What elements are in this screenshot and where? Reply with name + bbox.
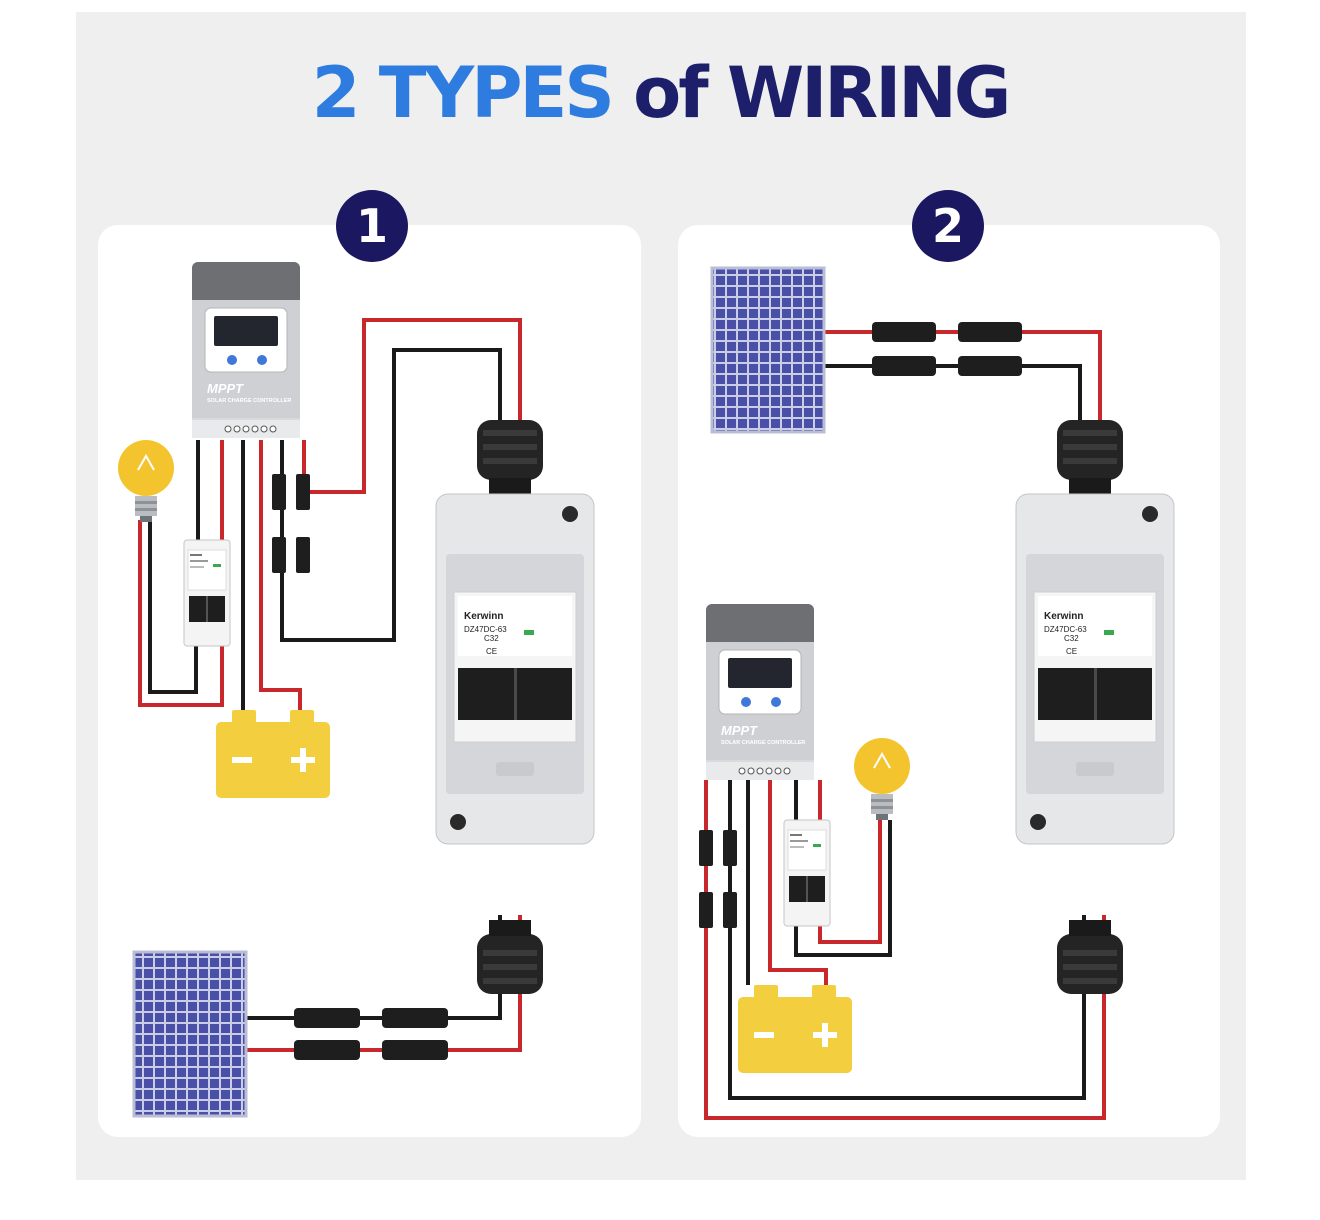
diagram-1-battery-icon — [216, 710, 330, 798]
diagram-1-cable-gland-top — [477, 420, 543, 494]
diagram-2-cable-gland-top — [1057, 420, 1123, 494]
diagram-1-solar-panel-icon — [132, 950, 248, 1118]
diagram-1-controller-sublabel: SOLAR CHARGE CONTROLLER — [207, 398, 291, 404]
diagram-2-battery-plus: + — [822, 1040, 823, 1042]
diagram-2-controller-sublabel: SOLAR CHARGE CONTROLLER — [721, 740, 805, 746]
diagram-2-solar-panel-icon — [710, 266, 826, 434]
diagram-2-bulb-icon — [853, 737, 911, 821]
diagram-2-battery-icon — [738, 985, 852, 1073]
diagram-2-enclosure — [1015, 493, 1175, 845]
page-title: 2 TYPES of WIRING — [0, 48, 1320, 138]
diagram-1-breaker-model: DZ47DC-63 — [464, 625, 507, 634]
diagram-1-breaker-brand: Kerwinn — [464, 611, 503, 622]
diagram-1-bulb-icon — [117, 439, 175, 523]
diagram-1-controller — [191, 261, 301, 439]
diagram-1-cable-gland-bottom — [477, 920, 543, 994]
diagram-2-connectors — [699, 322, 1022, 928]
diagram-2-cable-gland-bottom — [1057, 920, 1123, 994]
diagram-1-breaker-ce: CE — [486, 647, 497, 656]
diagram-2-breaker-ce: CE — [1066, 647, 1077, 656]
title-part-1: 2 TYPES — [311, 52, 615, 134]
diagram-2-battery-minus: − — [754, 1040, 755, 1042]
title-part-2: of WIRING — [633, 52, 1011, 134]
diagram-1-breaker-rating: C32 — [484, 634, 499, 643]
diagram-2-breaker-model: DZ47DC-63 — [1044, 625, 1087, 634]
diagram-1-battery-minus: − — [232, 765, 233, 767]
diagram-number-1: 1 — [336, 190, 408, 262]
diagram-2-controller — [705, 603, 815, 781]
diagram-2-small-breaker — [783, 819, 831, 927]
diagram-2-breaker-rating: C32 — [1064, 634, 1079, 643]
diagram-1-controller-label: MPPT — [207, 381, 244, 396]
diagram-1-small-breaker — [183, 539, 231, 647]
diagram-number-2: 2 — [912, 190, 984, 262]
diagram-1-connectors — [272, 474, 448, 1060]
diagram-1-battery-plus: + — [300, 765, 301, 767]
diagram-2-controller-label: MPPT — [721, 723, 758, 738]
diagram-1-enclosure — [435, 493, 595, 845]
diagram-2-breaker-brand: Kerwinn — [1044, 611, 1083, 622]
